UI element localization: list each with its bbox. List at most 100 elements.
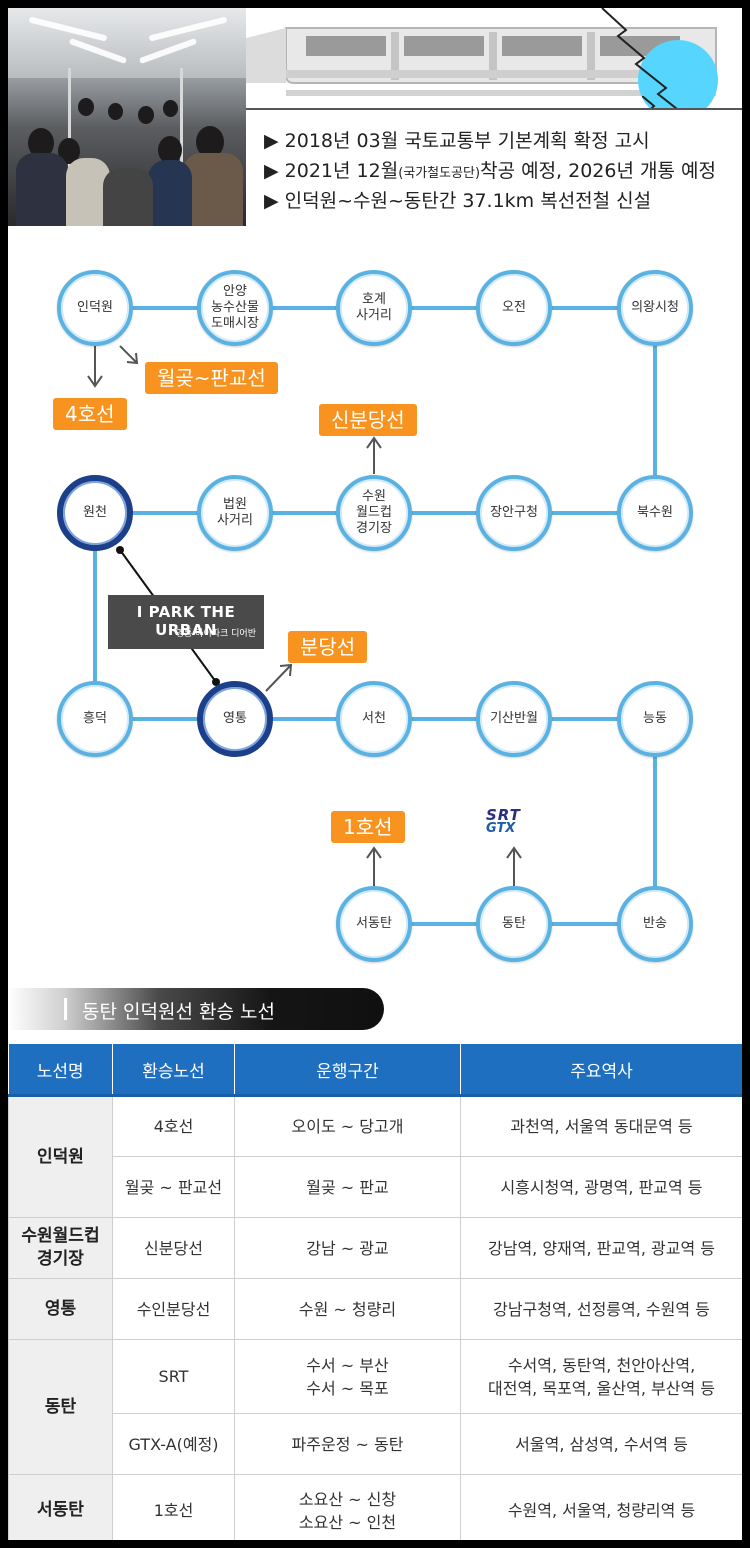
- table-row: 월곶 ~ 판교선 월곶 ~ 판교 시흥시청역, 광명역, 판교역 등: [9, 1156, 742, 1218]
- cell-name-line2: 경기장: [37, 1249, 84, 1269]
- gtx-logo-text: GTX: [486, 821, 516, 836]
- station-hogye: 호계 사거리: [336, 270, 412, 346]
- cell-range: 오이도 ~ 당고개: [234, 1095, 461, 1157]
- tag-line4: 4호선: [53, 398, 127, 430]
- station-bansong: 반송: [617, 886, 693, 962]
- cell-range-line2: 수서 ~ 목포: [306, 1378, 389, 1398]
- info-line-length: ▶ 인덕원~수원~동탄간 37.1km 복선전철 신설: [264, 190, 652, 212]
- cell-station-name: 인덕원: [8, 1095, 113, 1218]
- cell-range-line2: 소요산 ~ 인천: [298, 1512, 397, 1532]
- cell-range: 월곶 ~ 판교: [234, 1156, 461, 1218]
- heading-bar: [64, 998, 67, 1020]
- station-wonchon: 원천: [57, 475, 133, 551]
- ipark-sub: 영통 아이파크 디어반: [175, 629, 256, 639]
- station-label: 장안구청: [490, 505, 538, 520]
- cell-range: 강남 ~ 광교: [234, 1217, 461, 1279]
- station-label: 흥덕: [83, 711, 107, 726]
- tag-line1: 1호선: [331, 811, 405, 843]
- page-frame: ▶ 2018년 03월 국토교통부 기본계획 확정 고시 ▶ 2021년 12월…: [8, 8, 742, 1540]
- subway-interior-photo: [8, 8, 246, 226]
- ipark-the-urban-logo: I PARK THE URBAN 영통 아이파크 디어반: [108, 595, 264, 649]
- table-row: 영통 수인분당선 수원 ~ 청량리 강남구청역, 선정릉역, 수원역 등: [8, 1278, 742, 1340]
- station-label: 법원 사거리: [217, 497, 253, 528]
- cell-stations: 수서역, 동탄역, 천안아산역, 대전역, 목포역, 울산역, 부산역 등: [460, 1339, 742, 1414]
- station-yeongtong: 영통: [197, 681, 273, 757]
- cell-range: 수원 ~ 청량리: [234, 1278, 461, 1340]
- cell-range: 파주운정 ~ 동탄: [234, 1413, 461, 1475]
- info-schedule-date: ▶ 2021년 12월: [264, 160, 399, 182]
- cell-stations-line2: 대전역, 목포역, 울산역, 부산역 등: [488, 1378, 715, 1398]
- station-dongtan: 동탄: [476, 886, 552, 962]
- cell-line: 수인분당선: [112, 1278, 235, 1340]
- station-jangan: 장안구청: [476, 475, 552, 551]
- station-indeogwon: 인덕원: [57, 270, 133, 346]
- ipark-brand: I PARK THE URBAN: [136, 603, 236, 639]
- col-header-range: 운행구간: [234, 1044, 461, 1097]
- station-label: 능동: [643, 711, 667, 726]
- station-ojeon: 오전: [476, 270, 552, 346]
- table-row: GTX-A(예정) 파주운정 ~ 동탄 서울역, 삼성역, 수서역 등: [9, 1413, 742, 1475]
- section-heading: 동탄 인덕원선 환승 노선: [8, 988, 384, 1030]
- cell-stations: 수원역, 서울역, 청량리역 등: [460, 1474, 742, 1540]
- station-beobwon: 법원 사거리: [197, 475, 273, 551]
- cell-line: 1호선: [112, 1474, 235, 1540]
- station-label: 북수원: [637, 505, 673, 520]
- cell-line: SRT: [112, 1339, 235, 1414]
- info-schedule-detail: 착공 예정, 2026년 개통 예정: [480, 160, 716, 182]
- train-illustration: [246, 8, 742, 108]
- cell-stations: 강남구청역, 선정릉역, 수원역 등: [460, 1278, 742, 1340]
- table-header-row: 노선명 환승노선 운행구간 주요역사: [8, 1044, 742, 1097]
- station-seocheon: 서천: [336, 681, 412, 757]
- station-label: 안양 농수산물 도매시장: [211, 284, 259, 331]
- station-label: 인덕원: [77, 300, 113, 315]
- transfer-table: 노선명 환승노선 운행구간 주요역사 인덕원 4호선 오이도 ~ 당고개 과천역…: [8, 1044, 742, 1540]
- station-seodongtan: 서동탄: [336, 886, 412, 962]
- tag-bundang: 분당선: [288, 631, 368, 663]
- station-label: 영통: [223, 711, 247, 726]
- srt-gtx-logo: SRT GTX: [486, 806, 548, 836]
- section-title: 동탄 인덕원선 환승 노선: [82, 1001, 275, 1023]
- cell-station-name: 서동탄: [8, 1474, 113, 1540]
- station-neungdong: 능동: [617, 681, 693, 757]
- cell-stations: 강남역, 양재역, 판교역, 광교역 등: [460, 1217, 742, 1279]
- station-label: 오전: [502, 300, 526, 315]
- srt-logo-text: SRT: [486, 806, 521, 824]
- tag-sinbundang: 신분당선: [319, 404, 417, 436]
- tag-wolgot-pangyo: 월곶~판교선: [145, 362, 278, 394]
- station-label: 서동탄: [356, 916, 392, 931]
- cell-name-line1: 수원월드컵: [21, 1226, 100, 1246]
- info-schedule-agency: (국가철도공단): [398, 166, 481, 181]
- station-uiwang: 의왕시청: [617, 270, 693, 346]
- cell-line: 월곶 ~ 판교선: [112, 1156, 235, 1218]
- route-map: 인덕원 안양 농수산물 도매시장 호계 사거리 오전 의왕시청 원천 법원 사거…: [8, 226, 742, 986]
- cell-range-line1: 수서 ~ 부산: [306, 1355, 389, 1375]
- info-line-schedule: ▶ 2021년 12월(국가철도공단)착공 예정, 2026년 개통 예정: [264, 156, 716, 183]
- station-label: 수원 월드컵 경기장: [356, 489, 392, 536]
- table-row: 인덕원 4호선 오이도 ~ 당고개 과천역, 서울역 동대문역 등: [8, 1095, 742, 1218]
- cell-line: GTX-A(예정): [112, 1413, 235, 1475]
- station-label: 서천: [362, 711, 386, 726]
- cell-range-line1: 소요산 ~ 신창: [298, 1489, 397, 1509]
- cell-line: 4호선: [112, 1095, 235, 1157]
- station-buksuwon: 북수원: [617, 475, 693, 551]
- cell-station-name: 동탄: [8, 1339, 113, 1475]
- station-suwon-worldcup: 수원 월드컵 경기장: [336, 475, 412, 551]
- info-line-plan: ▶ 2018년 03월 국토교통부 기본계획 확정 고시: [264, 130, 650, 152]
- station-anyang: 안양 농수산물 도매시장: [197, 270, 273, 346]
- station-gisan: 기산반월: [476, 681, 552, 757]
- col-header-name: 노선명: [8, 1044, 113, 1097]
- station-label: 기산반월: [490, 711, 538, 726]
- station-label: 원천: [83, 505, 107, 520]
- cell-stations-line1: 수서역, 동탄역, 천안아산역,: [507, 1355, 696, 1375]
- col-header-stations: 주요역사: [460, 1044, 742, 1097]
- station-label: 반송: [643, 916, 667, 931]
- cell-stations: 서울역, 삼성역, 수서역 등: [460, 1413, 742, 1475]
- cell-line: 신분당선: [112, 1217, 235, 1279]
- station-heungdeok: 흥덕: [57, 681, 133, 757]
- cell-stations: 과천역, 서울역 동대문역 등: [460, 1095, 742, 1157]
- cell-stations: 시흥시청역, 광명역, 판교역 등: [460, 1156, 742, 1218]
